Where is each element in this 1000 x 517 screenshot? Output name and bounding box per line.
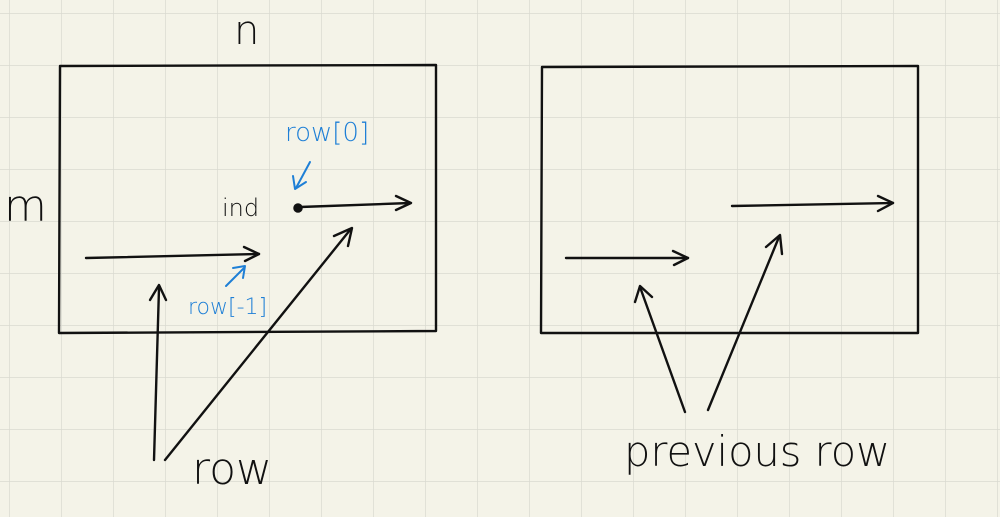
- row-label: row: [192, 444, 272, 495]
- row0-label: row[0]: [285, 118, 369, 148]
- row-pointer-diagonal-arrow: [163, 228, 352, 462]
- right-matrix-border: [539, 64, 920, 335]
- left-lower-arrowhead: [242, 245, 261, 263]
- row-minus1-annotation-arrowhead: [232, 265, 246, 279]
- row-minus1-label: row[-1]: [188, 295, 267, 320]
- previous-row-label: previous row: [624, 427, 890, 476]
- row0-annotation-arrow: [295, 161, 311, 189]
- row-pointer-vertical-arrow: [152, 286, 161, 462]
- row-pointer-diagonal-arrowhead: [332, 226, 354, 248]
- previous-row-pointer-right-arrowhead: [764, 233, 784, 256]
- previous-row-pointer-right-arrow: [706, 235, 781, 412]
- dim-n-label: n: [234, 8, 259, 54]
- row-pointer-vertical-arrowhead: [148, 283, 168, 302]
- ind-label: ind: [222, 194, 259, 222]
- right-matrix: [539, 64, 920, 414]
- dim-m-label: m: [4, 181, 47, 232]
- previous-row-pointer-left-arrowhead: [633, 284, 654, 304]
- left-lower-arrow: [84, 252, 261, 260]
- row-minus1-annotation-arrow: [225, 267, 245, 287]
- left-upper-arrow: [298, 201, 412, 209]
- right-upper-arrowhead: [876, 194, 895, 213]
- row0-annotation-arrowhead: [292, 175, 307, 190]
- left-matrix: [57, 63, 438, 462]
- left-annotations: [225, 161, 311, 287]
- right-lower-arrowhead: [671, 249, 690, 267]
- left-upper-arrowhead: [394, 194, 413, 212]
- previous-row-pointer-left-arrow: [638, 285, 687, 414]
- left-matrix-border: [57, 63, 438, 335]
- right-upper-arrow: [730, 201, 895, 208]
